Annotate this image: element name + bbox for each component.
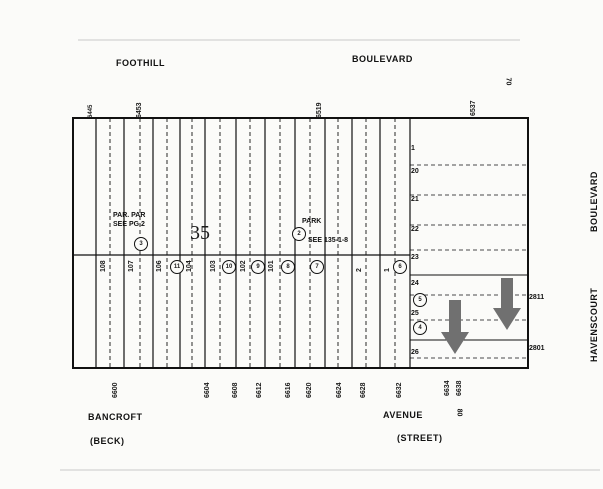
bottom-address: 6600 (112, 382, 119, 398)
lot-number: 1 (384, 268, 391, 272)
top-address: 6453 (136, 102, 143, 118)
bottom-address: 6612 (256, 382, 263, 398)
right-lot-dashed (410, 164, 528, 359)
street-havenscourt: HAVENSCOURT (589, 287, 599, 362)
lot-circle: 8 (281, 260, 295, 274)
lot-number: 108 (100, 260, 107, 272)
block-number: 35 (190, 222, 210, 244)
lot-number: 103 (210, 260, 217, 272)
top-address: 6537 (470, 100, 477, 116)
parcel-note-4: SEE 135-1-8 (308, 237, 349, 244)
right-lot-number: 21 (411, 196, 419, 203)
bottom-address: 6604 (204, 382, 211, 398)
right-lot-number: 22 (411, 226, 419, 233)
bottom-address: 6632 (396, 382, 403, 398)
right-lot-number: 24 (411, 280, 419, 287)
bottom-address: 6634 (444, 380, 451, 396)
lot-number: 101 (268, 260, 275, 272)
lot-lines (95, 118, 411, 368)
parcel-note-1: PAR. PAR (113, 212, 146, 219)
top-address: 6519 (316, 102, 323, 118)
arrow-right (493, 278, 521, 330)
bottom-address: 6608 (232, 382, 239, 398)
right-lot-lines (410, 274, 528, 341)
parcel-note-2: SEE PG.2 (113, 221, 145, 228)
lot-number: 107 (128, 260, 135, 272)
lot-number: 106 (156, 260, 163, 272)
street-beck-suffix: (STREET) (397, 433, 443, 443)
lot-number: 102 (240, 260, 247, 272)
right-lot-number: 1 (411, 145, 415, 152)
right-lot-number: 26 (411, 349, 419, 356)
right-lot-number: 25 (411, 310, 419, 317)
street-bancroft: BANCROFT (88, 412, 143, 422)
street-beck: (BECK) (90, 436, 125, 446)
lot-circle: 6 (393, 260, 407, 274)
label-70: 70 (504, 77, 512, 86)
street-foothill-suffix: BOULEVARD (352, 54, 413, 64)
right-lot-number: 23 (411, 254, 419, 261)
bottom-address: 6620 (306, 382, 313, 398)
lot-number: 2 (356, 268, 363, 272)
arrow-left (441, 300, 469, 354)
street-bancroft-suffix: AVENUE (383, 410, 423, 420)
lot-number: 104 (186, 260, 193, 272)
lot-circle: 11 (170, 260, 184, 274)
side-address: 2811 (529, 294, 545, 301)
lot-circle: 10 (222, 260, 236, 274)
lot-circle: 7 (310, 260, 324, 274)
lot-circle: 9 (251, 260, 265, 274)
bottom-address: 6638 (456, 380, 463, 396)
right-lot-number: 20 (411, 168, 419, 175)
top-address: 6445 (88, 104, 94, 118)
bottom-address: 6616 (285, 382, 292, 398)
lot-circle: 2 (292, 227, 306, 241)
lot-circle: 4 (413, 321, 427, 335)
parcel-note-3: PARK (302, 218, 322, 225)
label-80: 80 (455, 408, 463, 417)
street-foothill: FOOTHILL (116, 58, 165, 68)
bottom-address: 6624 (336, 382, 343, 398)
side-address: 2801 (529, 345, 545, 352)
block-outline (72, 117, 529, 369)
lot-circle: 5 (413, 293, 427, 307)
lot-circle: 3 (134, 237, 148, 251)
street-havenscourt-suffix: BOULEVARD (589, 171, 599, 232)
bottom-address: 6628 (360, 382, 367, 398)
